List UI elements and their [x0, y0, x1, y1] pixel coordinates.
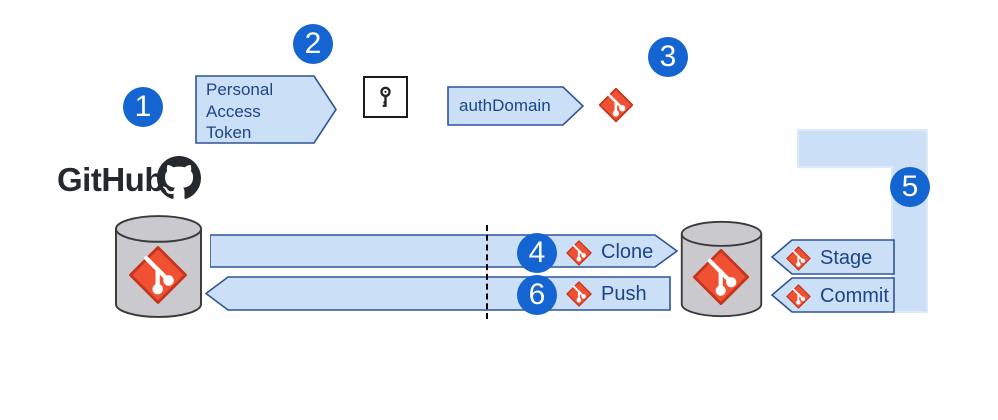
- stage-git-icon: [785, 245, 812, 272]
- git-logo-icon: [597, 86, 635, 124]
- step-badge-2: 2: [293, 24, 333, 64]
- local-repo-git-icon: [690, 246, 752, 308]
- step-badge-4: 4: [517, 233, 557, 273]
- key-icon: [380, 86, 391, 107]
- sync-boundary-dashed-line: [486, 225, 488, 319]
- github-wordmark: GitHub: [57, 161, 164, 198]
- commit-git-icon: [785, 283, 812, 310]
- pat-line-2: Access: [206, 101, 261, 121]
- push-git-icon: [565, 280, 593, 308]
- auth-domain-arrow: [447, 86, 584, 126]
- github-octocat-icon: [157, 156, 201, 200]
- stage-label: Stage: [820, 247, 873, 269]
- remote-repo-git-icon: [126, 243, 190, 307]
- personal-access-token-label: Personal Access Token: [206, 79, 273, 144]
- personal-access-token-arrow: [195, 75, 337, 144]
- clone-label: Clone: [601, 241, 654, 263]
- clone-git-icon: [565, 239, 593, 267]
- auth-domain-label: authDomain: [459, 96, 551, 115]
- step-badge-6: 6: [517, 275, 557, 315]
- commit-label: Commit: [820, 285, 889, 307]
- pat-line-1: Personal: [206, 80, 274, 99]
- step-badge-1: 1: [123, 87, 163, 127]
- token-key-box: [363, 76, 408, 118]
- pat-line-3: Token: [206, 123, 252, 142]
- push-label: Push: [601, 283, 647, 305]
- clone-arrow: [210, 234, 678, 268]
- step-badge-3: 3: [648, 37, 688, 77]
- step-badge-5: 5: [890, 167, 930, 207]
